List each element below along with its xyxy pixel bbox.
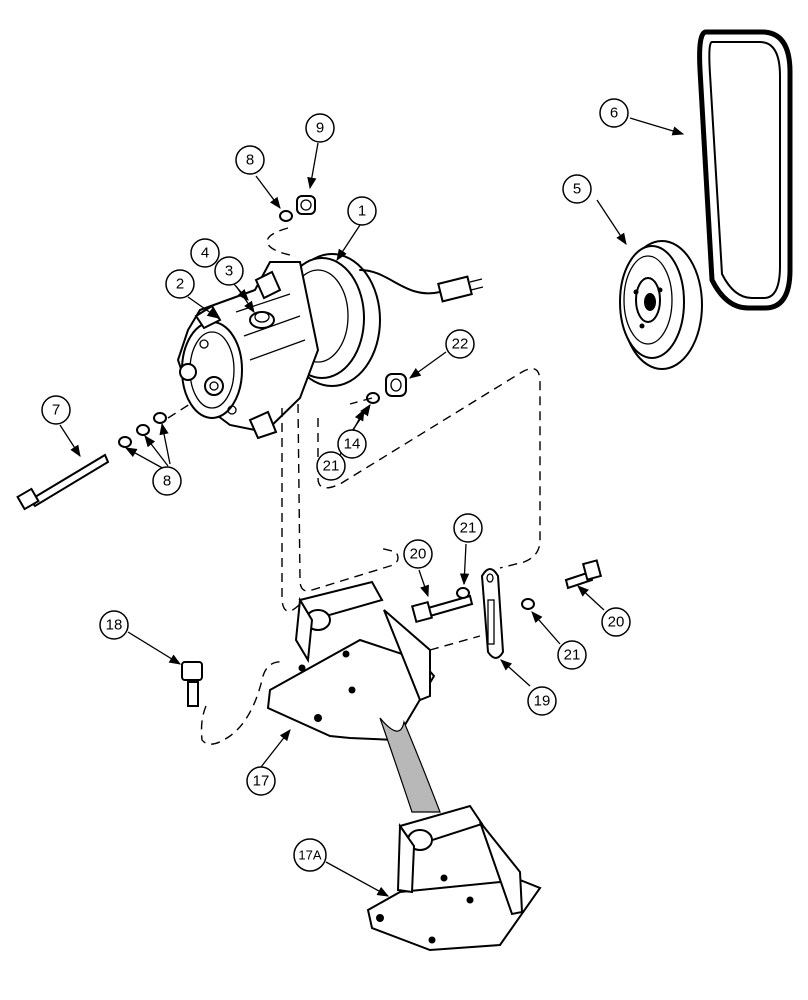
callout-20-right: 20 <box>601 607 631 637</box>
callout-label: 8 <box>246 152 254 169</box>
callout-22: 22 <box>445 329 475 359</box>
callout-label: 17 <box>253 773 270 790</box>
mounting-bracket-17a <box>366 804 542 952</box>
transition-arrow <box>379 717 441 813</box>
callout-label: 21 <box>323 458 340 475</box>
callout-label: 3 <box>225 263 233 280</box>
callout-19: 19 <box>527 686 557 716</box>
callout-8-bottom: 8 <box>152 466 182 496</box>
callout-label: 18 <box>106 617 123 634</box>
callout-label: 9 <box>316 120 324 137</box>
callout-3: 3 <box>214 256 244 286</box>
dashed-connections <box>167 227 541 745</box>
callout-14: 14 <box>337 429 367 459</box>
adjusting-strap <box>480 568 505 659</box>
callout-label: 1 <box>358 203 366 220</box>
callout-5: 5 <box>562 174 592 204</box>
callout-2: 2 <box>165 269 195 299</box>
callout-4: 4 <box>190 238 220 268</box>
drive-belt <box>697 29 793 311</box>
callout-label: 6 <box>610 105 618 122</box>
callout-7: 7 <box>41 395 71 425</box>
callout-label: 20 <box>608 614 625 631</box>
callout-label: 19 <box>534 693 551 710</box>
callout-17a: 17A <box>293 838 327 872</box>
callout-1: 1 <box>347 196 377 226</box>
callout-label: 8 <box>163 473 171 490</box>
callout-21-left: 21 <box>316 451 346 481</box>
callout-label: 21 <box>564 647 581 664</box>
callout-20-left: 20 <box>403 539 433 569</box>
callout-label: 4 <box>201 245 209 262</box>
callout-label: 20 <box>410 546 427 563</box>
leader-lines <box>59 117 685 897</box>
callout-21-right: 21 <box>557 640 587 670</box>
hardware <box>16 195 603 707</box>
callout-label: 21 <box>460 520 477 537</box>
callout-9: 9 <box>305 113 335 143</box>
callout-label: 14 <box>344 436 361 453</box>
callout-label: 2 <box>176 276 184 293</box>
callout-18: 18 <box>99 610 129 640</box>
callout-label: 22 <box>452 336 469 353</box>
callout-17: 17 <box>246 766 276 796</box>
callout-label: 5 <box>573 181 581 198</box>
pulley <box>619 240 703 370</box>
mounting-bracket <box>266 580 436 742</box>
callout-6: 6 <box>599 98 629 128</box>
callout-21-top: 21 <box>453 513 483 543</box>
callout-label: 7 <box>52 402 60 419</box>
callout-8-top: 8 <box>235 145 265 175</box>
callout-label: 17A <box>298 848 321 863</box>
